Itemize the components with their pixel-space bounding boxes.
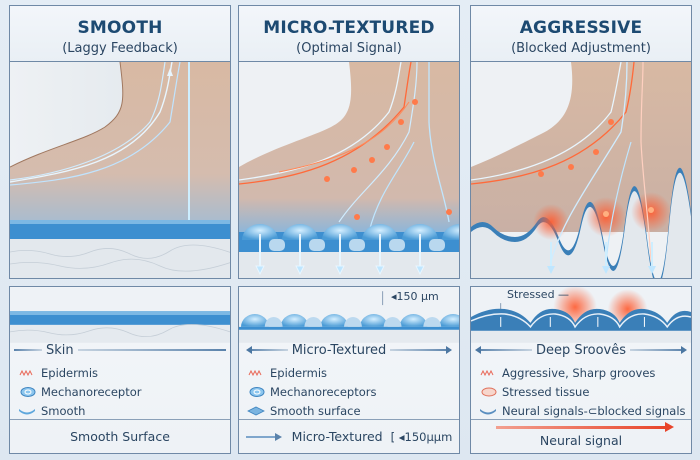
legend-item: Neural signals-⊂blocked signals	[477, 401, 686, 420]
legend-items: Epidermis Mechanoreceptors Smooth surfac…	[245, 363, 377, 420]
sharp-grooves-icon	[477, 369, 499, 377]
legend-item: Smooth	[16, 401, 142, 420]
caption-label: Deep Sroovês	[535, 342, 627, 358]
aggressive-legend: Stressed — Deep Sroovês Aggressive, Shar…	[470, 286, 692, 454]
panel-subtitle: (Blocked Adjustment)	[511, 41, 651, 56]
footer-scale: [ ◂150µµm	[390, 429, 453, 444]
caption-label: Micro-Textured	[291, 342, 387, 358]
smooth-surface-icon	[16, 406, 38, 416]
legend-item: Epidermis	[245, 363, 377, 382]
legend-item: Mechanoreceptor	[16, 382, 142, 401]
panel-subtitle: (Laggy Feedback)	[62, 41, 178, 56]
footer: Micro-Textured [ ◂150µµm	[239, 419, 459, 453]
caption-arrow-right	[630, 346, 688, 354]
caption-line-left	[14, 349, 42, 351]
smooth-illustration	[9, 61, 231, 279]
caption-row: Deep Sroovês	[471, 341, 691, 359]
caption-row: Micro-Textured	[239, 341, 459, 359]
stressed-label: Stressed —	[507, 288, 570, 301]
aggressive-illustration	[470, 61, 692, 279]
blocked-signal-icon	[477, 406, 499, 416]
footer: Smooth Surface	[10, 419, 230, 453]
micro-textured-legend: ◂150 µm Micro-Textured Epidermis Mechano…	[238, 286, 460, 454]
caption-label: Skin	[46, 342, 74, 358]
panel-title: MICRO-TEXTURED	[263, 18, 435, 38]
stressed-tissue-icon	[477, 386, 499, 398]
legend-items: Aggressive, Sharp grooves Stressed tissu…	[477, 363, 686, 420]
smooth-surface-strip	[10, 287, 230, 343]
footer-arrow-icon	[245, 432, 282, 441]
footer: Neural signal	[471, 419, 691, 453]
legend-item: Aggressive, Sharp grooves	[477, 363, 686, 382]
mechanoreceptor-domes	[242, 224, 459, 251]
mechanoreceptor-icon	[16, 386, 38, 398]
footer-label: Smooth Surface	[70, 429, 170, 444]
deep-grooves-strip	[471, 287, 691, 343]
legend-item: Smooth surface	[245, 401, 377, 420]
panel-aggressive-header: AGGRESSIVE (Blocked Adjustment)	[470, 5, 692, 61]
smooth-legend: Skin Epidermis Mechanoreceptor Smooth Sm…	[9, 286, 231, 454]
caption-arrow-left	[474, 346, 532, 354]
caption-row: Skin	[10, 341, 230, 359]
footer-label: Micro-Textured	[291, 429, 383, 444]
caption-line-right	[77, 349, 226, 351]
panel-subtitle: (Optimal Signal)	[296, 41, 402, 56]
panel-title: SMOOTH	[77, 18, 163, 38]
epidermis-icon	[245, 369, 267, 377]
smooth-surface-icon	[245, 406, 267, 416]
legend-item: Stressed tissue	[477, 382, 686, 401]
micro-textured-surface-strip	[239, 287, 459, 343]
caption-arrow-right	[390, 346, 453, 354]
micro-textured-illustration	[238, 61, 460, 279]
neural-signal-arrow-icon	[496, 421, 674, 432]
legend-item: Mechanoreceptors	[245, 382, 377, 401]
mechanoreceptor-icon	[245, 386, 267, 398]
legend-item: Epidermis	[16, 363, 142, 382]
scale-label: ◂150 µm	[391, 290, 439, 303]
footer-label: Neural signal	[539, 432, 623, 448]
panel-micro-textured-header: MICRO-TEXTURED (Optimal Signal)	[238, 5, 460, 61]
legend-items: Epidermis Mechanoreceptor Smooth	[16, 363, 142, 420]
panel-title: AGGRESSIVE	[519, 18, 643, 38]
epidermis-icon	[16, 369, 38, 377]
caption-arrow-left	[245, 346, 288, 354]
panel-smooth-header: SMOOTH (Laggy Feedback)	[9, 5, 231, 61]
